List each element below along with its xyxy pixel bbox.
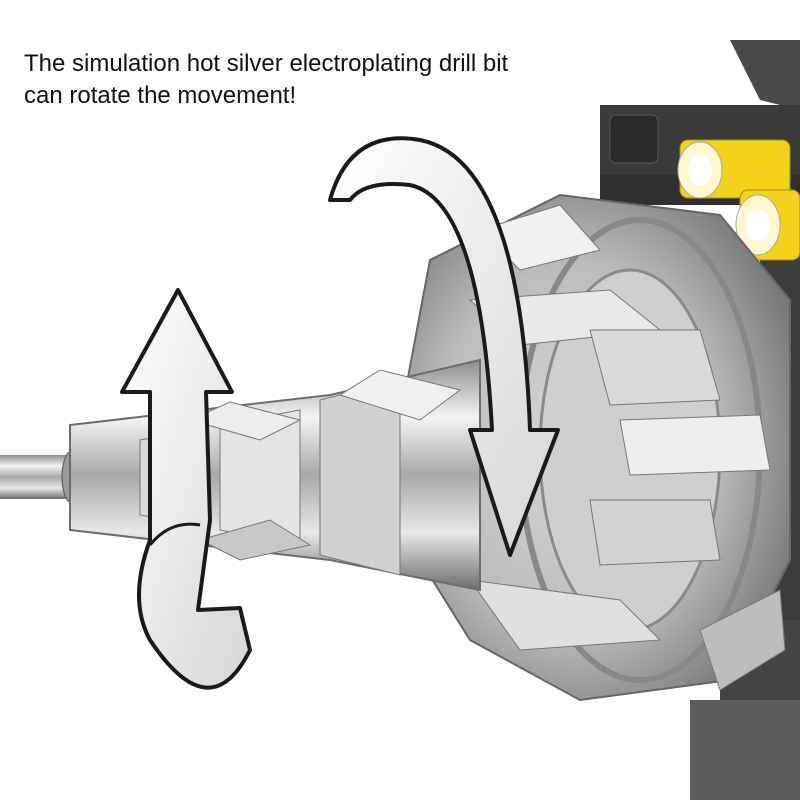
yellow-light-bricks [677, 139, 800, 261]
drill-shaft [0, 358, 481, 592]
drill-hub [398, 193, 791, 702]
caption-line-1: The simulation hot silver electroplating… [24, 50, 509, 77]
caption-line-2: can rotate the movement! [24, 82, 297, 109]
circular-rotate-arrow-icon [328, 136, 560, 557]
rotation-arrow-icon [120, 288, 252, 690]
caption: The simulation hot silver electroplating… [24, 48, 584, 112]
